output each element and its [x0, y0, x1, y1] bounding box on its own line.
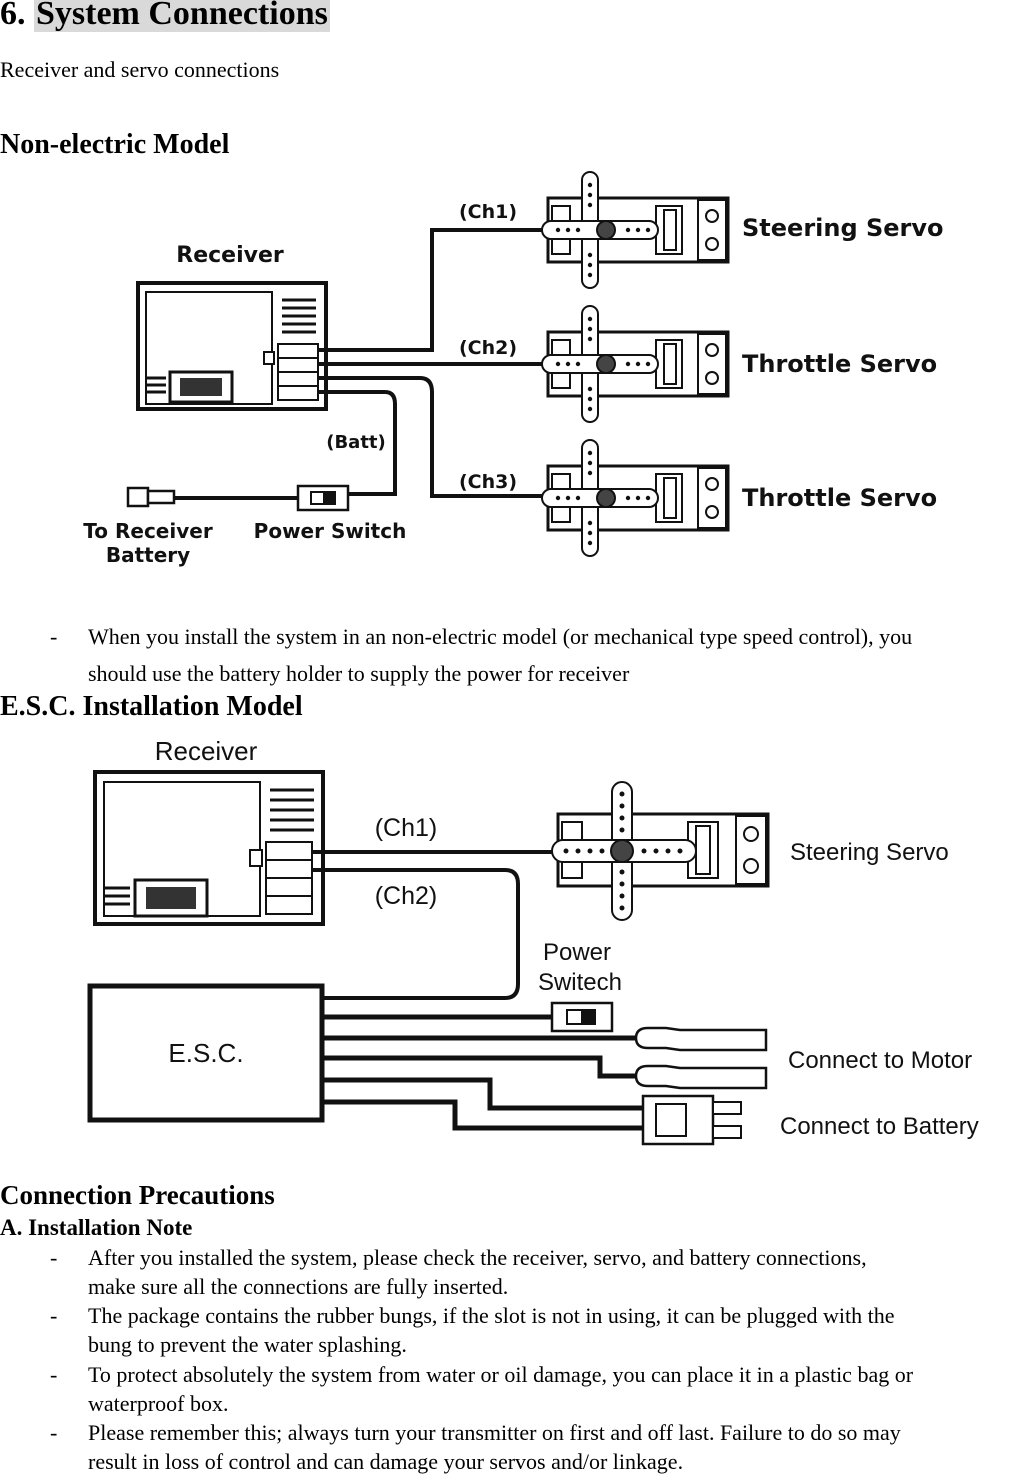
motor-connector-icon: [634, 1026, 768, 1090]
precaution-dash: -: [50, 1362, 58, 1387]
esc-wires: [312, 850, 552, 1000]
to-receiver-label: To Receiver: [83, 519, 213, 543]
power-switch-icon: [296, 484, 350, 512]
section-title-text: System Connections: [34, 0, 330, 32]
throttle-servo-icon: [540, 304, 730, 424]
esc-power-switch-icon: [550, 1001, 614, 1033]
ch1-label: (Ch1): [459, 201, 517, 223]
precaution-line-2: waterproof box.: [88, 1391, 229, 1416]
steering-servo-icon: [540, 170, 730, 290]
batt-lead-label: (Batt): [326, 432, 386, 453]
esc-ch2-label: (Ch2): [375, 882, 438, 910]
power-label-1: Power: [543, 939, 611, 966]
esc-receiver-unit: [93, 770, 325, 926]
precaution-line-2: bung to prevent the water splashing.: [88, 1332, 407, 1357]
ch2-label: (Ch2): [459, 337, 517, 359]
steering-servo-label: Steering Servo: [742, 214, 944, 242]
esc-receiver-label: Receiver: [155, 736, 258, 766]
precaution-item: - Please remember this; always turn your…: [50, 1418, 1025, 1476]
precaution-item: - To protect absolutely the system from …: [50, 1360, 1025, 1418]
esc-label: E.S.C.: [168, 1038, 243, 1068]
installation-note-heading: A. Installation Note: [0, 1215, 193, 1240]
battery-label: Battery: [106, 543, 190, 567]
receiver-unit: [136, 281, 328, 411]
precaution-dash: -: [50, 1420, 58, 1445]
esc-steering-servo-icon: [551, 781, 770, 921]
precaution-line-1: To protect absolutely the system from wa…: [88, 1362, 914, 1387]
non-electric-note: - When you install the system in an non-…: [50, 618, 1025, 688]
non-electric-heading: Non-electric Model: [0, 129, 230, 160]
ch3-label: (Ch3): [459, 471, 517, 493]
precaution-line-1: After you installed the system, please c…: [88, 1245, 867, 1270]
power-switch-label: Power Switch: [254, 519, 407, 543]
battery-connector-icon: [641, 1094, 742, 1146]
section-subtitle: Receiver and servo connections: [0, 57, 280, 82]
throttle-servo-label-2: Throttle Servo: [742, 484, 937, 512]
throttle-servo-label: Throttle Servo: [742, 350, 937, 378]
precaution-dash: -: [50, 1303, 58, 1328]
connect-motor-label: Connect to Motor: [788, 1047, 972, 1074]
receiver-label: Receiver: [176, 243, 284, 268]
note-dash: -: [50, 624, 58, 649]
section-title: 6. System Connections: [0, 0, 330, 36]
precaution-line-2: result in loss of control and can damage…: [88, 1449, 684, 1474]
precaution-line-1: Please remember this; always turn your t…: [88, 1420, 901, 1445]
esc-output-wires: [322, 1014, 643, 1131]
esc-steering-servo-label: Steering Servo: [790, 839, 949, 866]
precaution-line-1: The package contains the rubber bungs, i…: [88, 1303, 895, 1328]
esc-box: [87, 983, 325, 1123]
precaution-item: - After you installed the system, please…: [50, 1243, 1025, 1301]
esc-heading: E.S.C. Installation Model: [0, 691, 303, 722]
precaution-line-2: make sure all the connections are fully …: [88, 1274, 509, 1299]
connect-battery-label: Connect to Battery: [780, 1113, 979, 1140]
non-electric-diagram: Receiver (Ch1) (Ch2) (Ch3) (Batt) Steeri…: [83, 170, 944, 567]
power-label-2: Switech: [538, 969, 622, 996]
precaution-item: - The package contains the rubber bungs,…: [50, 1301, 1025, 1359]
section-number: 6.: [0, 0, 26, 32]
note-line-1: When you install the system in an non-el…: [88, 624, 913, 649]
esc-ch1-label: (Ch1): [375, 814, 438, 842]
battery-plug-icon: [126, 486, 176, 508]
non-electric-wires: [175, 228, 548, 500]
throttle-servo-icon-2: [540, 438, 730, 558]
precautions-heading: Connection Precautions: [0, 1180, 275, 1210]
note-line-2: should use the battery holder to supply …: [88, 661, 630, 686]
esc-diagram: Receiver (Ch1) (Ch2): [87, 736, 979, 1146]
precaution-dash: -: [50, 1245, 58, 1270]
